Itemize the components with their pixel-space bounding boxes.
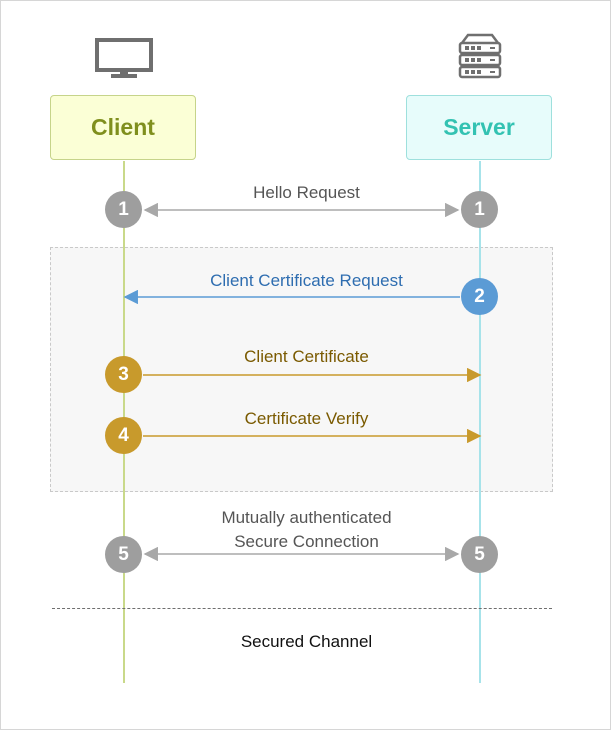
step-1-server-badge: 1 xyxy=(461,191,498,228)
monitor-icon xyxy=(95,38,153,78)
step-5-client-badge: 5 xyxy=(105,536,142,573)
step-1-client-badge: 1 xyxy=(105,191,142,228)
server-rack-icon xyxy=(458,33,502,79)
secure-connection-label-line1: Mutually authenticated xyxy=(221,508,392,527)
step-5-server-badge: 5 xyxy=(461,536,498,573)
certificate-verify-label: Certificate Verify xyxy=(244,409,369,428)
secured-channel-label: Secured Channel xyxy=(240,632,373,651)
server-label: Server xyxy=(443,114,515,140)
secured-channel-divider xyxy=(52,608,552,609)
step-4-client-badge: 4 xyxy=(105,417,142,454)
client-participant: Client xyxy=(50,95,196,160)
step-3-client-badge: 3 xyxy=(105,356,142,393)
server-participant: Server xyxy=(406,95,552,160)
server-lifeline xyxy=(479,161,481,683)
client-certificate-label: Client Certificate xyxy=(244,347,369,366)
step-2-server-badge: 2 xyxy=(461,278,498,315)
secure-connection-label-line2: Secure Connection xyxy=(234,532,379,551)
hello-request-label: Hello Request xyxy=(253,183,360,202)
client-label: Client xyxy=(91,114,155,140)
client-certificate-request-label: Client Certificate Request xyxy=(210,271,403,290)
